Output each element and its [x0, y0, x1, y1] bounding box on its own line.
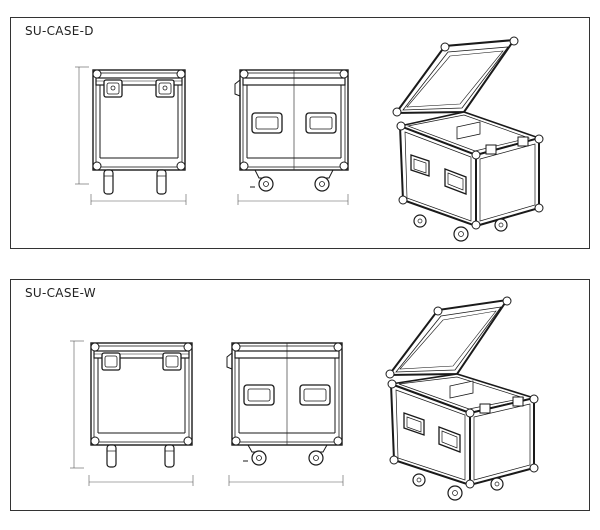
recessed-handle-icon	[438, 426, 461, 453]
caster-wheel-icon	[106, 444, 117, 468]
caster-wheel-icon	[314, 169, 334, 192]
caster-wheel-icon	[412, 473, 426, 487]
case-w-drawings	[70, 296, 539, 501]
butterfly-latch-icon	[155, 79, 175, 98]
recessed-handle-icon	[243, 384, 275, 406]
side-view	[226, 342, 344, 486]
butterfly-latch-icon	[162, 352, 182, 371]
front-view	[75, 66, 187, 205]
caster-wheel-icon	[156, 169, 167, 195]
isometric-view	[392, 36, 544, 242]
caster-wheel-icon	[308, 444, 328, 466]
case-w-panel: SU-CASE-W	[10, 279, 590, 511]
butterfly-latch-icon	[103, 79, 123, 98]
isometric-view	[385, 296, 539, 501]
recessed-handle-icon	[444, 168, 467, 195]
recessed-handle-icon	[299, 384, 331, 406]
caster-wheel-icon	[453, 226, 469, 242]
front-view	[70, 340, 194, 486]
caster-wheel-icon	[164, 444, 175, 468]
caster-wheel-icon	[490, 477, 504, 491]
case-d-title: SU-CASE-D	[25, 24, 94, 38]
caster-wheel-icon	[243, 444, 267, 466]
case-d-panel: SU-CASE-D	[10, 17, 590, 249]
recessed-handle-icon	[403, 412, 425, 436]
recessed-handle-icon	[251, 112, 283, 134]
caster-wheel-icon	[250, 169, 274, 192]
recessed-handle-icon	[305, 112, 337, 134]
caster-wheel-icon	[494, 218, 508, 232]
case-d-drawings	[75, 36, 544, 242]
butterfly-latch-icon	[101, 352, 121, 371]
recessed-handle-icon	[410, 154, 430, 177]
caster-wheel-icon	[447, 485, 463, 501]
case-w-title: SU-CASE-W	[25, 286, 96, 300]
side-view	[234, 69, 349, 205]
caster-wheel-icon	[103, 169, 114, 195]
caster-wheel-icon	[413, 214, 427, 228]
